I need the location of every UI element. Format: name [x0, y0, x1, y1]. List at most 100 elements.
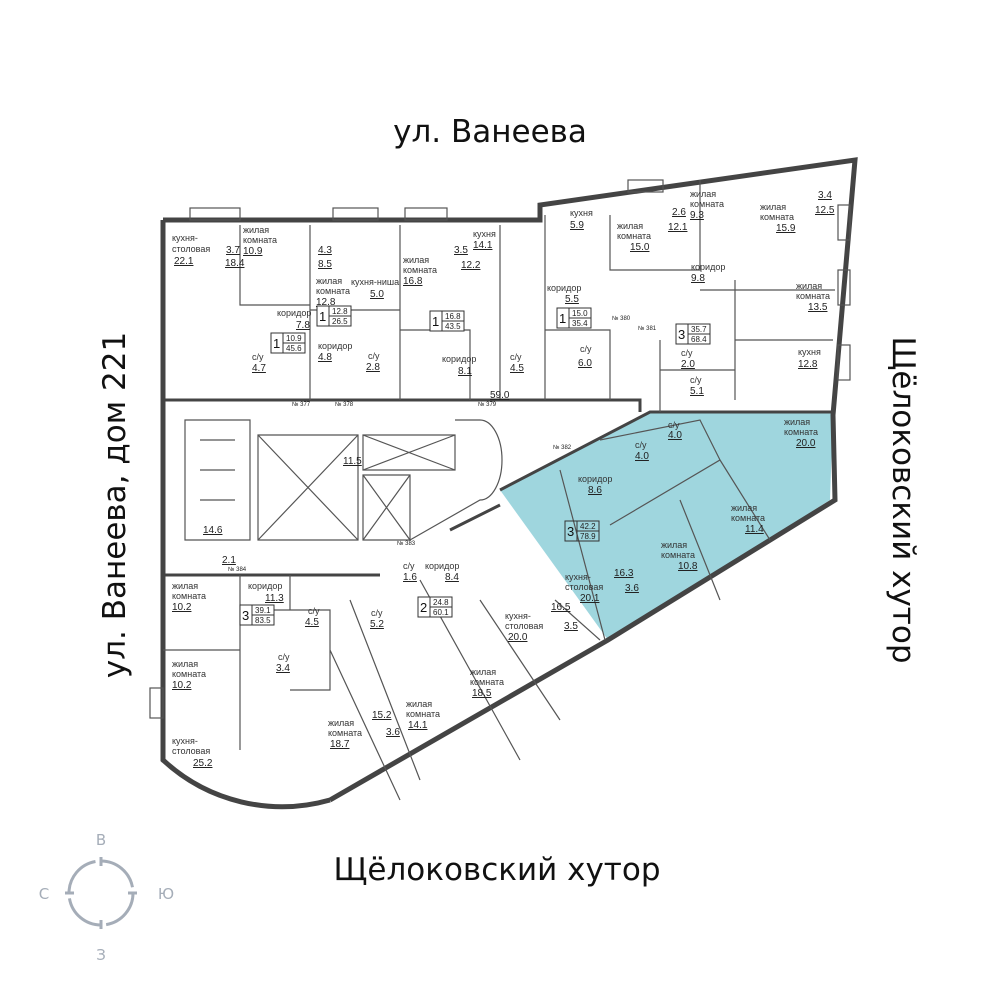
apartment-5-selected[interactable]: с/у 4.0 с/у 4.0 коридор 8.6 жилая комнат…: [564, 417, 818, 604]
room-label: жилая: [617, 221, 643, 231]
badge-living: 10.9: [286, 334, 302, 343]
room-label: комната: [690, 199, 724, 209]
room-label: комната: [403, 265, 437, 275]
apartment-6[interactable]: жилая комната 10.2 коридор 11.3 с/у 4.5 …: [172, 581, 400, 769]
room-area: 2.0: [681, 359, 695, 370]
room-label: с/у: [278, 652, 290, 662]
room-label: кухня-: [172, 233, 198, 243]
badge-rooms: 2: [420, 600, 427, 615]
badge-living: 42.2: [580, 522, 596, 531]
room-label: с/у: [308, 606, 320, 616]
room-label: с/у: [690, 375, 702, 385]
room-label: комната: [760, 212, 794, 222]
room-area: 15.2: [372, 710, 392, 721]
badge-rooms: 3: [678, 327, 685, 342]
room-label: комната: [328, 728, 362, 738]
badge-total: 35.4: [572, 319, 588, 328]
balconies: [149, 179, 851, 719]
room-label: комната: [796, 291, 830, 301]
room-label: с/у: [403, 561, 415, 571]
room-area: 5.1: [690, 386, 704, 397]
badge-living: 15.0: [572, 309, 588, 318]
room-area: 9.3: [690, 210, 704, 221]
room-area: 3.5: [454, 245, 468, 256]
room-label: с/у: [635, 440, 647, 450]
room-area: 15.0: [630, 242, 650, 253]
room-label: с/у: [252, 352, 264, 362]
room-label: с/у: [368, 351, 380, 361]
room-label: коридор: [691, 262, 725, 272]
tag: № 378: [335, 401, 354, 408]
room-label: жилая: [403, 255, 429, 265]
room-area: 11.3: [265, 593, 284, 604]
room-area: 13.5: [808, 302, 828, 313]
apartment-3[interactable]: кухня 5.9 жилая комната 15.0 коридор 5.5…: [547, 207, 688, 369]
room-label: жилая: [172, 581, 198, 591]
room-label: жилая: [406, 699, 432, 709]
room-area: 3.7: [226, 245, 240, 256]
room-label: кухня-: [565, 572, 591, 582]
room-label: жилая: [316, 276, 342, 286]
apartment-0[interactable]: кухня- столовая 22.1 жилая комната 10.9 …: [172, 225, 311, 374]
badge-rooms: 3: [567, 524, 574, 539]
room-tags: № 377 № 378 № 379 № 380 № 381 № 382 № 38…: [228, 315, 657, 573]
room-area: 16.5: [551, 602, 571, 613]
room-area: 12.2: [461, 260, 481, 271]
room-label: жилая: [661, 540, 687, 550]
room-label: жилая: [784, 417, 810, 427]
outer-wall: [160, 157, 858, 810]
room-label: коридор: [318, 341, 352, 351]
room-area: 11.4: [745, 524, 764, 535]
room-label: комната: [316, 286, 350, 296]
badge-total: 45.6: [286, 344, 302, 353]
compass-s: З: [96, 946, 106, 964]
tag: № 379: [478, 401, 497, 408]
badge-living: 39.1: [255, 606, 271, 615]
room-area: 20.0: [508, 632, 528, 643]
room-label: комната: [661, 550, 695, 560]
tag: № 381: [638, 325, 657, 332]
room-label: коридор: [277, 308, 311, 318]
street-left: ул. Ванеева, дом 221: [97, 332, 133, 678]
room-area: 20.0: [796, 438, 816, 449]
room-area: 1.6: [403, 572, 417, 583]
room-area: 3.6: [625, 583, 639, 594]
room-label: коридор: [425, 561, 459, 571]
room-label: комната: [617, 231, 651, 241]
room-area: 12.1: [668, 222, 688, 233]
apartment-1[interactable]: жилая комната 12.8 кухня-ниша 5.0 коридо…: [316, 245, 399, 373]
badge-rooms: 1: [273, 336, 280, 351]
room-area: 5.5: [565, 294, 579, 305]
room-label: коридор: [248, 581, 282, 591]
room-label: жилая: [690, 189, 716, 199]
street-bottom: Щёлоковский хутор: [333, 852, 660, 888]
room-label: жилая: [731, 503, 757, 513]
room-label: с/у: [580, 344, 592, 354]
room-area: 5.2: [370, 619, 384, 630]
badge-rooms: 1: [319, 309, 326, 324]
room-label: кухня-: [505, 611, 531, 621]
room-area: 6.0: [578, 358, 592, 369]
vestibule-area: 2.1: [222, 555, 236, 566]
room-area: 5.9: [570, 220, 584, 231]
selected-apartment-area[interactable]: [500, 412, 833, 640]
apartment-badge: 1 10.945.6: [270, 332, 306, 354]
badge-living: 35.7: [691, 325, 707, 334]
apartment-4[interactable]: жилая комната 9.3 жилая комната 15.9 кор…: [675, 189, 835, 397]
room-label: жилая: [796, 281, 822, 291]
room-area: 4.3: [318, 245, 332, 256]
room-label: жилая: [470, 667, 496, 677]
badge-living: 12.8: [332, 307, 348, 316]
room-area: 4.0: [635, 451, 649, 462]
room-area: 9.8: [691, 273, 705, 284]
tag: № 383: [397, 540, 416, 547]
apartment-2[interactable]: жилая комната 16.8 кухня 14.1 коридор 8.…: [403, 229, 524, 377]
apartment-7[interactable]: с/у 1.6 коридор 8.4 кухня- столовая 20.0…: [403, 561, 578, 731]
room-label: комната: [731, 513, 765, 523]
